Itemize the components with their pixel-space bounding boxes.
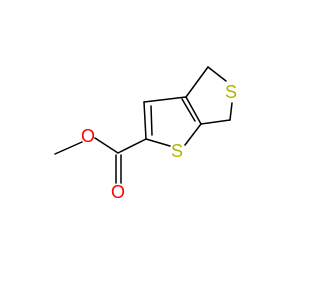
bond-c6a-c3a-inner (181, 98, 196, 122)
bonds (54, 66, 233, 184)
carbonyl-oxygen-label: O (111, 182, 125, 202)
thiophene-sulfur-label: S (171, 141, 183, 161)
bond-c3-c2 (143, 101, 147, 140)
molecule-canvas: O O S S (54, 66, 238, 202)
bond-carbonyl-c2 (117, 138, 147, 154)
molecule-structure: O O S S (54, 66, 237, 202)
bond-c3-c2-inner (150, 105, 153, 136)
ring-sulfur-label: S (225, 82, 237, 102)
bond-c4-ring-s (207, 66, 227, 82)
bond-c6a-c3a (185, 96, 202, 125)
bond-c6-c6a (200, 119, 231, 125)
bond-c3a-c4 (185, 66, 209, 98)
bond-c2-thiophene-s (145, 138, 171, 147)
bond-ring-s-c6 (229, 102, 233, 121)
ester-oxygen-label: O (81, 126, 95, 146)
bond-thiophene-s-c6a (184, 123, 202, 146)
bond-c3a-c3 (143, 96, 187, 103)
bond-oxygen-carbonyl (94, 137, 119, 154)
bond-methyl-oxygen (54, 141, 83, 155)
